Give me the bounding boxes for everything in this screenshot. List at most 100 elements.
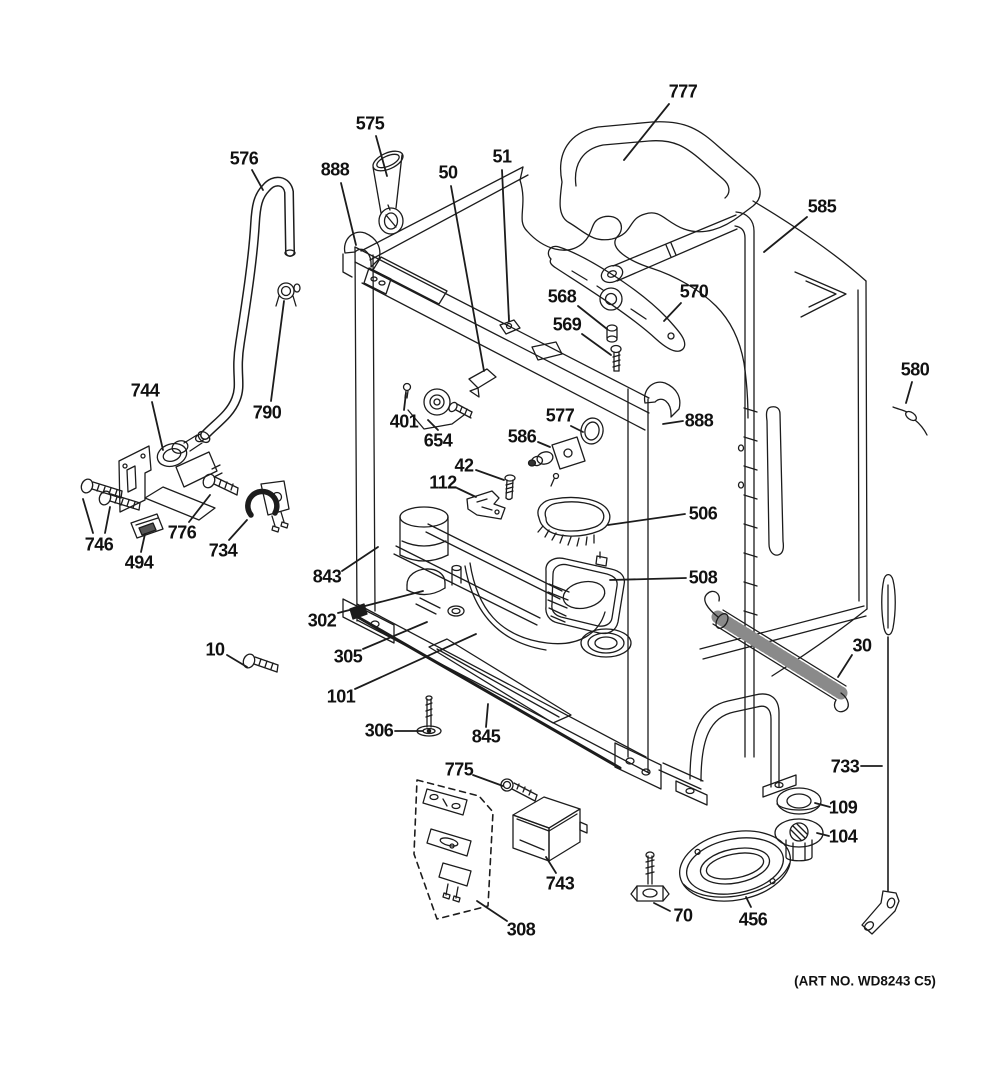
part-callout-568: 568: [547, 286, 577, 307]
sump-grommet-parts: [630, 787, 824, 902]
part-callout-576: 576: [229, 148, 259, 169]
part-callout-744: 744: [130, 380, 160, 401]
leader-line-508: [609, 577, 687, 581]
part-callout-586: 586: [507, 426, 537, 447]
part-callout-654: 654: [423, 430, 453, 451]
leader-line-494: [140, 533, 146, 553]
part-callout-70: 70: [673, 905, 693, 926]
tub-interior: [393, 506, 632, 658]
leader-line-743: [545, 856, 557, 874]
part-callout-508: 508: [688, 567, 718, 588]
vent-cover: [537, 496, 611, 547]
part-callout-734: 734: [208, 540, 238, 561]
part-callout-570: 570: [679, 281, 709, 302]
leader-line-570: [663, 302, 682, 322]
leader-line-568: [577, 305, 608, 330]
leader-line-790: [270, 300, 285, 402]
part-callout-42: 42: [454, 455, 474, 476]
leader-line-112: [456, 487, 477, 498]
leader-line-734: [228, 519, 248, 541]
part-callout-790: 790: [252, 402, 282, 423]
leader-line-506: [607, 513, 686, 526]
art-number: (ART NO. WD8243 C5): [794, 973, 936, 989]
part-callout-494: 494: [124, 552, 154, 573]
relay-box: [500, 778, 588, 862]
leader-line-585: [763, 216, 808, 253]
part-callout-112: 112: [429, 472, 457, 493]
part-callout-845: 845: [471, 726, 501, 747]
part-callout-585: 585: [807, 196, 837, 217]
leader-line-577: [570, 425, 584, 433]
part-callout-569: 569: [552, 314, 582, 335]
part-callout-10: 10: [205, 639, 225, 660]
part-callout-51: 51: [492, 146, 512, 167]
leader-line-308: [476, 900, 508, 922]
leader-line-305: [362, 621, 428, 650]
part-callout-776: 776: [167, 522, 197, 543]
part-callout-777: 777: [668, 81, 698, 102]
part-callout-302: 302: [307, 610, 337, 631]
leader-line-30: [837, 654, 853, 678]
part-callout-843: 843: [312, 566, 342, 587]
part-callout-308: 308: [506, 919, 536, 940]
tub-wall-parts: [402, 382, 604, 520]
leader-line-775: [472, 774, 504, 787]
leader-line-10: [226, 654, 248, 668]
base-frame: [349, 603, 867, 806]
part-callout-775: 775: [444, 759, 474, 780]
part-callout-50: 50: [438, 162, 458, 183]
leader-line-888-right: [662, 420, 684, 425]
part-callout-575: 575: [355, 113, 385, 134]
dispenser-cup: [545, 551, 626, 635]
door-link-rod: [861, 573, 900, 935]
leader-line-744: [151, 401, 164, 451]
leader-line-845: [485, 703, 489, 728]
leader-line-654: [427, 419, 439, 431]
part-callout-306: 306: [364, 720, 394, 741]
part-callout-733: 733: [830, 756, 860, 777]
part-callout-101: 101: [326, 686, 356, 707]
leader-line-888-left: [340, 182, 357, 246]
leader-line-746: [82, 498, 94, 534]
leader-line-746: [104, 506, 111, 534]
part-callout-401: 401: [389, 411, 419, 432]
latch-kit: [413, 779, 494, 920]
leader-line-569: [581, 333, 612, 356]
part-callout-888-right: 888: [684, 410, 714, 431]
outer-shell: [360, 121, 868, 758]
leader-line-51: [501, 169, 510, 322]
leader-line-401: [403, 392, 407, 411]
part-callout-746: 746: [84, 534, 114, 555]
part-callout-30: 30: [852, 635, 872, 656]
leader-line-843: [341, 546, 379, 572]
leader-line-101: [354, 633, 477, 690]
leader-line-776: [188, 494, 211, 523]
wire-clip-580: [892, 406, 928, 436]
part-callout-580: 580: [900, 359, 930, 380]
leader-line-586: [537, 441, 551, 448]
part-callout-305: 305: [333, 646, 363, 667]
fill-funnel: [372, 150, 404, 235]
part-callout-109: 109: [828, 797, 858, 818]
leader-line-104: [816, 832, 830, 837]
inlet-valve-group: [80, 176, 301, 673]
leader-line-302: [337, 590, 424, 614]
spray-arm: [547, 245, 686, 372]
part-callout-743: 743: [545, 873, 575, 894]
part-callout-888-left: 888: [320, 159, 350, 180]
leader-line-575: [375, 135, 388, 177]
part-callout-577: 577: [545, 405, 575, 426]
leader-line-70: [653, 902, 671, 912]
part-callout-104: 104: [828, 826, 858, 847]
leader-line-580: [905, 381, 913, 404]
leader-line-777: [623, 103, 670, 161]
leader-line-576: [251, 169, 264, 191]
part-callout-506: 506: [688, 503, 718, 524]
door-spring: [704, 590, 849, 713]
leader-line-456: [745, 896, 752, 908]
part-callout-456: 456: [738, 909, 768, 930]
leader-line-42: [475, 469, 505, 481]
leader-line-50: [450, 185, 485, 372]
